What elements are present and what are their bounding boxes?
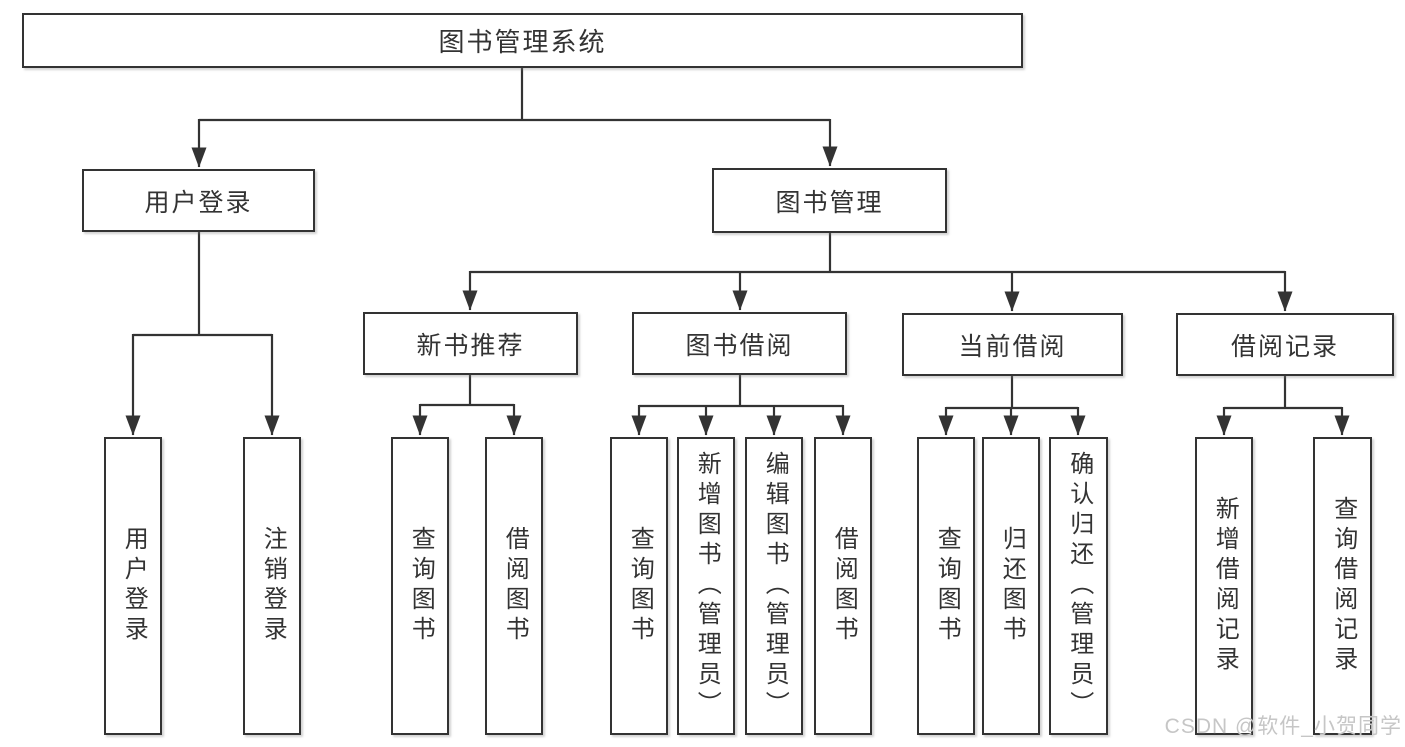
leaf-add-borrow-record: 新增借阅记录: [1195, 437, 1253, 735]
node-library-system-label: 图书管理系统: [438, 27, 607, 57]
leaf-edit-book-admin-label: 编辑图书（管理员）: [761, 451, 789, 721]
node-current-borrow-label: 当前借阅: [958, 332, 1067, 361]
node-library-system: 图书管理系统: [22, 13, 1023, 68]
leaf-confirm-return-admin-label: 确认归还（管理员）: [1065, 451, 1093, 721]
leaf-borrow-books-label: 借阅图书: [830, 526, 858, 646]
leaf-return-books-label: 归还图书: [998, 526, 1026, 646]
leaf-query-books-recommend-label: 查询图书: [407, 526, 435, 646]
node-user-login-label: 用户登录: [144, 188, 253, 217]
leaf-query-books-recommend: 查询图书: [391, 437, 449, 735]
leaf-edit-book-admin: 编辑图书（管理员）: [745, 437, 803, 735]
node-book-management: 图书管理: [712, 168, 947, 233]
node-book-borrow-label: 图书借阅: [685, 331, 794, 360]
leaf-borrow-books: 借阅图书: [814, 437, 872, 735]
node-current-borrow: 当前借阅: [902, 313, 1123, 376]
connector-borrow-records-to-leaves: [1216, 376, 1350, 436]
leaf-query-books-borrow: 查询图书: [610, 437, 668, 735]
leaf-borrow-books-recommend: 借阅图书: [485, 437, 543, 735]
leaf-add-book-admin-label: 新增图书（管理员）: [693, 451, 721, 721]
leaf-add-borrow-record-label: 新增借阅记录: [1211, 496, 1239, 676]
leaf-logout-label: 注销登录: [259, 526, 287, 646]
node-book-management-label: 图书管理: [775, 188, 884, 217]
leaf-logout: 注销登录: [243, 437, 301, 735]
leaf-query-books-current-label: 查询图书: [933, 526, 961, 646]
connector-root-to-level2: [191, 68, 838, 168]
csdn-watermark: CSDN @软件_小贺同学: [1164, 715, 1402, 738]
node-borrow-records-label: 借阅记录: [1230, 332, 1339, 361]
leaf-confirm-return-admin: 确认归还（管理员）: [1049, 437, 1108, 735]
node-new-book-recommend: 新书推荐: [363, 312, 578, 375]
leaf-add-book-admin: 新增图书（管理员）: [677, 437, 735, 735]
connector-book-management-to-level3: [462, 233, 1293, 312]
node-new-book-recommend-label: 新书推荐: [416, 331, 525, 360]
leaf-query-borrow-record: 查询借阅记录: [1313, 437, 1372, 735]
leaf-user-login-label: 用户登录: [120, 526, 148, 646]
connector-current-borrow-to-leaves: [938, 376, 1086, 436]
node-borrow-records: 借阅记录: [1176, 313, 1394, 376]
leaf-user-login: 用户登录: [104, 437, 162, 735]
node-user-login: 用户登录: [82, 169, 315, 232]
leaf-query-borrow-record-label: 查询借阅记录: [1329, 496, 1357, 676]
leaf-return-books: 归还图书: [982, 437, 1040, 735]
connector-new-book-to-leaves: [412, 375, 522, 436]
leaf-query-books-current: 查询图书: [917, 437, 975, 735]
connector-book-borrow-to-leaves: [631, 375, 851, 436]
leaf-query-books-borrow-label: 查询图书: [626, 526, 654, 646]
leaf-borrow-books-recommend-label: 借阅图书: [501, 526, 529, 646]
node-book-borrow: 图书借阅: [632, 312, 847, 375]
connector-user-login-to-leaves: [125, 232, 280, 436]
